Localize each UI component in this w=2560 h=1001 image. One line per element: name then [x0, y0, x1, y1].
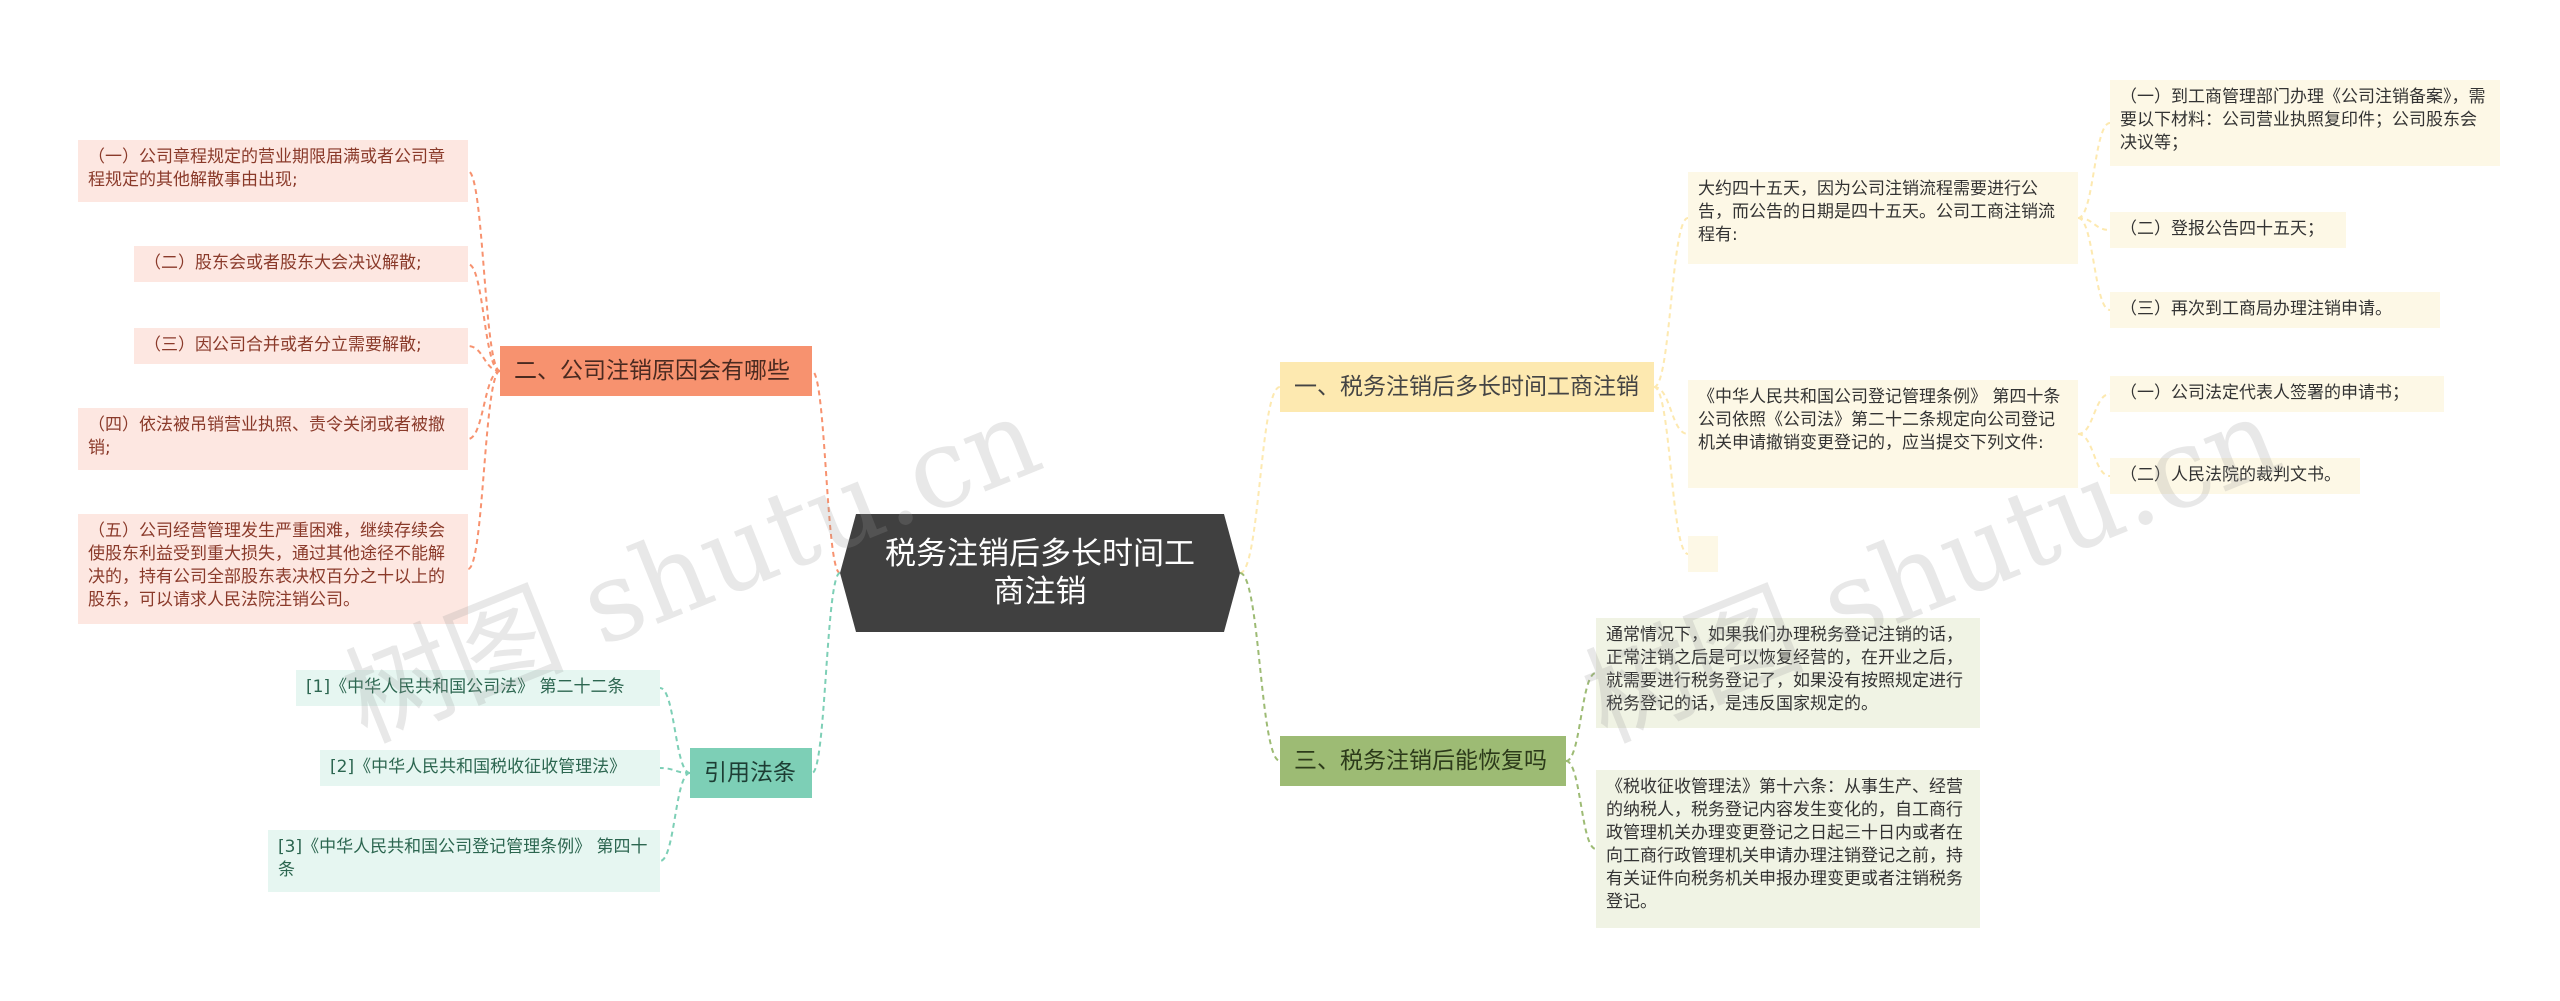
link-b1-2: [1653, 386, 1689, 555]
doc-application[interactable]: （一）公司法定代表人签署的申请书；: [2110, 376, 2444, 412]
link-b1i0-0: [2077, 122, 2111, 219]
link-root-b4: [811, 572, 841, 774]
step-announcement[interactable]: （二）登报公告四十五天；: [2110, 212, 2346, 248]
reason-4[interactable]: （四）依法被吊销营业执照、责令关闭或者被撤销;: [78, 408, 468, 470]
reason-1[interactable]: （一）公司章程规定的营业期限届满或者公司章程规定的其他解散事由出现;: [78, 140, 468, 202]
step-filing[interactable]: （一）到工商管理部门办理《公司注销备案》，需要以下材料：公司营业执照复印件；公司…: [2110, 80, 2500, 166]
link-b2-4: [467, 370, 501, 570]
link-b1i0-2: [2077, 217, 2111, 311]
link-b2-3: [467, 370, 501, 440]
reason-3[interactable]: （三）因公司合并或者分立需要解散;: [134, 328, 468, 364]
duration-detail[interactable]: 大约四十五天，因为公司注销流程需要进行公告，而公告的日期是四十五天。公司工商注销…: [1688, 172, 2078, 264]
branch-recovery[interactable]: 三、税务注销后能恢复吗: [1280, 736, 1566, 786]
link-b1i0-1: [2077, 217, 2111, 231]
root-topic[interactable]: 税务注销后多长时间工商注销: [840, 514, 1240, 632]
link-b2-0: [467, 170, 501, 372]
link-b2-1: [467, 263, 501, 372]
branch-citations[interactable]: 引用法条: [690, 748, 812, 798]
link-b1i1-1: [2077, 433, 2111, 477]
link-b3-0: [1565, 672, 1597, 762]
link-b1i1-0: [2077, 393, 2111, 435]
link-root-b3: [1239, 572, 1281, 762]
link-b4-1: [659, 767, 691, 774]
doc-judgment[interactable]: （二）人民法院的裁判文书。: [2110, 458, 2360, 494]
link-b1-1: [1653, 386, 1689, 435]
reason-2[interactable]: （二）股东会或者股东大会决议解散;: [134, 246, 468, 282]
citation-tax-law[interactable]: [2]《中华人民共和国税收征收管理法》: [320, 750, 660, 786]
citation-company-law[interactable]: [1]《中华人民共和国公司法》 第二十二条: [296, 670, 660, 706]
blank-node[interactable]: [1688, 536, 1718, 572]
branch-reasons[interactable]: 二、公司注销原因会有哪些: [500, 346, 812, 396]
link-b2-2: [467, 345, 501, 372]
link-root-b2: [811, 370, 841, 574]
reason-5[interactable]: （五）公司经营管理发生严重困难，继续存续会使股东利益受到重大损失，通过其他途径不…: [78, 514, 468, 624]
citation-registration-regulation[interactable]: [3]《中华人民共和国公司登记管理条例》 第四十条: [268, 830, 660, 892]
tax-law-article-16[interactable]: 《税收征收管理法》第十六条：从事生产、经营的纳税人，税务登记内容发生变化的，自工…: [1596, 770, 1980, 928]
link-b1-0: [1653, 217, 1689, 388]
recovery-explanation[interactable]: 通常情况下，如果我们办理税务登记注销的话，正常注销之后是可以恢复经营的，在开业之…: [1596, 618, 1980, 728]
regulation-article-40[interactable]: 《中华人民共和国公司登记管理条例》 第四十条 公司依照《公司法》第二十二条规定向…: [1688, 380, 2078, 488]
step-apply[interactable]: （三）再次到工商局办理注销申请。: [2110, 292, 2440, 328]
link-b3-1: [1565, 760, 1597, 850]
link-b4-2: [659, 772, 691, 862]
link-root-b1: [1239, 386, 1281, 574]
link-b4-0: [659, 687, 691, 774]
branch-duration[interactable]: 一、税务注销后多长时间工商注销: [1280, 362, 1654, 412]
